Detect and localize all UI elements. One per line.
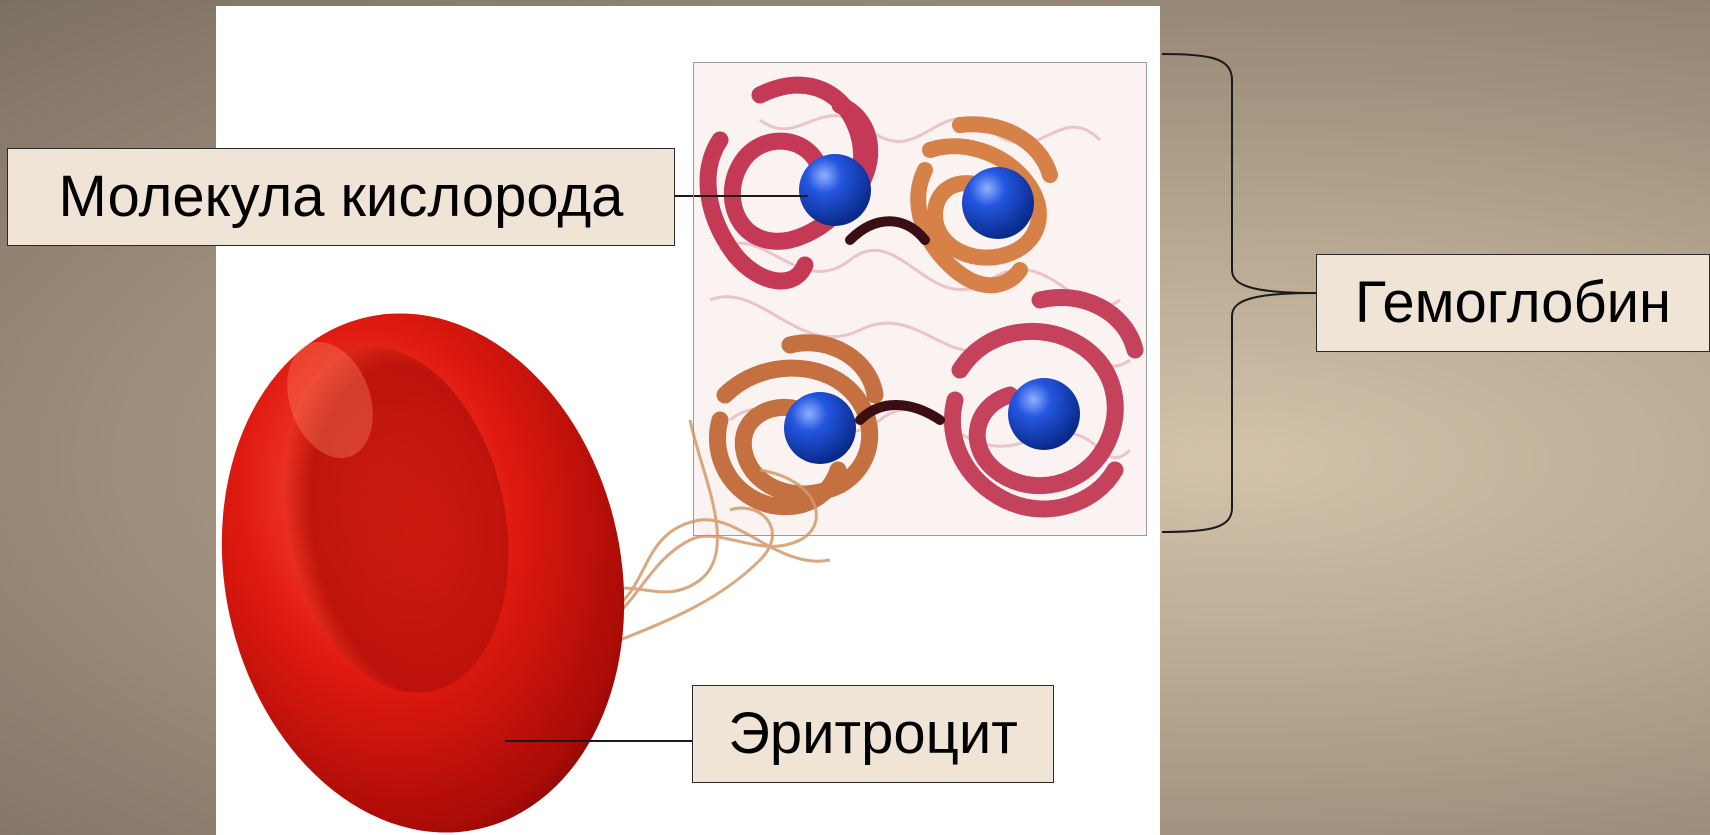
- erythrocyte-icon: [175, 276, 671, 835]
- oxygen-molecule-label: Молекула кислорода: [7, 148, 675, 246]
- erythrocyte-label: Эритроцит: [692, 685, 1054, 783]
- hemoglobin-frame: [693, 62, 1147, 536]
- hemoglobin-label: Гемоглобин: [1316, 254, 1710, 352]
- hemoglobin-brace: [1162, 54, 1316, 532]
